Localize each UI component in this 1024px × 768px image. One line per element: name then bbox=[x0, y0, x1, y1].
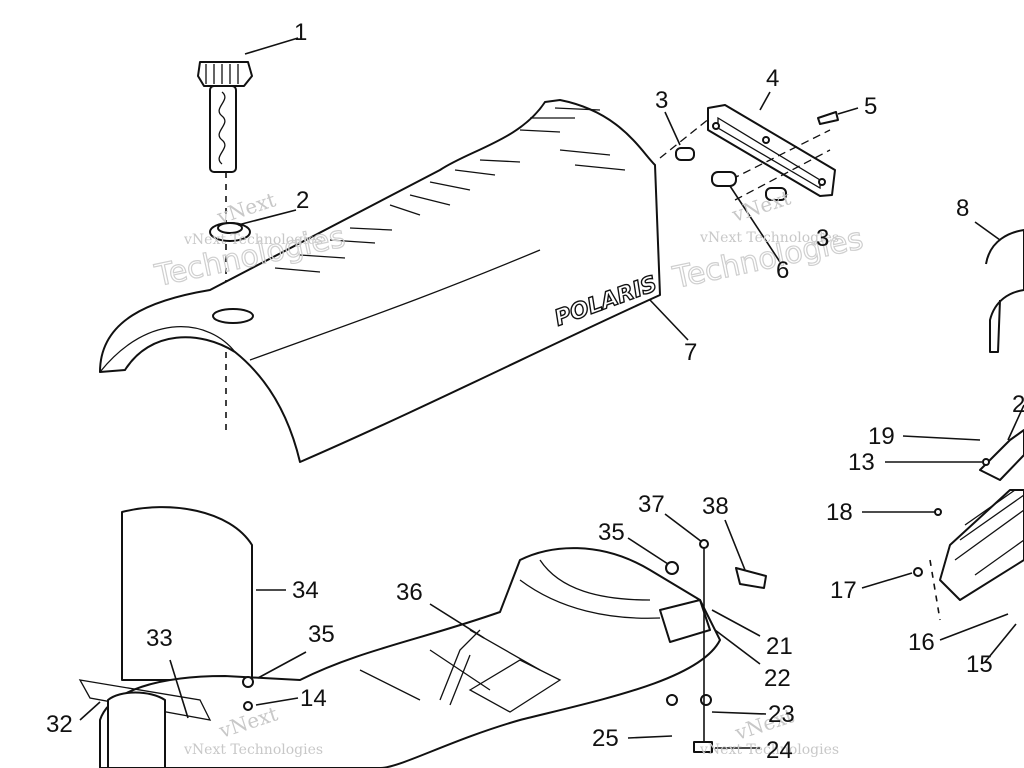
taillight-bracket-part[interactable] bbox=[707, 104, 836, 197]
callout-37: 37 bbox=[638, 491, 665, 518]
callout-14: 14 bbox=[300, 685, 327, 712]
callout-7: 7 bbox=[684, 339, 697, 366]
callout-2: 2 bbox=[296, 187, 309, 214]
callout-5: 5 bbox=[864, 93, 877, 120]
callout-3b: 3 bbox=[816, 225, 829, 252]
callout-21: 21 bbox=[766, 633, 793, 660]
callout-23: 23 bbox=[768, 701, 795, 728]
bulb-part[interactable] bbox=[675, 147, 787, 201]
screw-part[interactable] bbox=[817, 111, 839, 125]
callout-13: 13 bbox=[848, 449, 875, 476]
callout-18: 18 bbox=[826, 499, 853, 526]
callout-34: 34 bbox=[292, 577, 319, 604]
callout-33: 33 bbox=[146, 625, 173, 652]
callout-labels: 1 2 3 4 5 6 7 8 19 13 18 17 16 15 37 38 … bbox=[46, 19, 1024, 764]
callout-35: 35 bbox=[598, 519, 625, 546]
callout-8: 8 bbox=[956, 195, 969, 222]
callout-2b: 2 bbox=[1012, 391, 1024, 418]
callout-1: 1 bbox=[294, 19, 307, 46]
callout-19: 19 bbox=[868, 423, 895, 450]
callout-35b: 35 bbox=[308, 621, 335, 648]
fuel-tank-part[interactable] bbox=[121, 506, 253, 702]
chassis-part[interactable] bbox=[78, 547, 721, 768]
callout-22: 22 bbox=[764, 665, 791, 692]
callout-4: 4 bbox=[766, 65, 779, 92]
svg-text:vNext Technologies: vNext Technologies bbox=[183, 232, 323, 248]
callout-16: 16 bbox=[908, 629, 935, 656]
svg-text:vNext: vNext bbox=[728, 185, 793, 227]
hitch-assembly-part[interactable] bbox=[939, 429, 1024, 601]
callout-17: 17 bbox=[830, 577, 857, 604]
callout-3: 3 bbox=[655, 87, 668, 114]
callout-15: 15 bbox=[966, 651, 993, 678]
callout-36: 36 bbox=[396, 579, 423, 606]
callout-6: 6 bbox=[776, 257, 789, 284]
rear-cap-part[interactable] bbox=[985, 229, 1024, 353]
callout-32: 32 bbox=[46, 711, 73, 738]
svg-text:vNext Technologies: vNext Technologies bbox=[183, 742, 323, 758]
callout-24: 24 bbox=[766, 737, 793, 764]
svg-text:vNext Technologies: vNext Technologies bbox=[699, 230, 839, 246]
callout-38: 38 bbox=[702, 493, 729, 520]
svg-text:vNext Technologies: vNext Technologies bbox=[699, 742, 839, 758]
fuel-cap-part[interactable] bbox=[197, 61, 253, 173]
callout-25: 25 bbox=[592, 725, 619, 752]
grommet-part[interactable] bbox=[209, 222, 251, 242]
